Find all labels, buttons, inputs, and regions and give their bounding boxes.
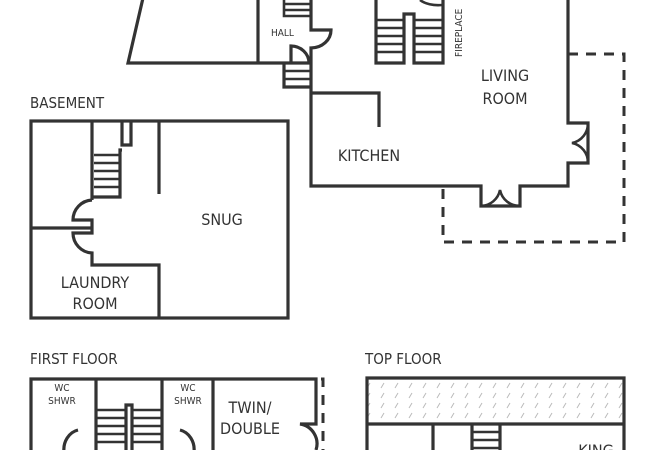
- room-label-wc2-2: SHWR: [174, 396, 202, 407]
- room-label-laundry-2: ROOM: [72, 294, 117, 313]
- room-label-twin-1: TWIN/: [228, 398, 272, 417]
- room-label-fireplace: FIREPLACE: [454, 8, 465, 57]
- ground-floor-plan: [125, 0, 626, 244]
- basement-title: BASEMENT: [30, 94, 105, 112]
- room-label-king: KING: [578, 441, 614, 450]
- room-label-twin-2: DOUBLE: [220, 419, 280, 438]
- room-label-laundry-1: LAUNDRY: [61, 273, 130, 292]
- room-label-kitchen: KITCHEN: [338, 146, 400, 165]
- room-label-living-1: LIVING: [481, 66, 529, 85]
- room-label-wc1-1: WC: [54, 383, 69, 394]
- room-label-wc1-2: SHWR: [48, 396, 76, 407]
- room-label-living-2: ROOM: [482, 89, 527, 108]
- basement-plan: [29, 119, 290, 320]
- room-label-wc2-1: WC: [180, 383, 195, 394]
- first-floor-plan: [29, 377, 325, 450]
- first-floor-title: FIRST FLOOR: [30, 350, 118, 368]
- room-label-snug: SNUG: [201, 210, 243, 229]
- top-floor-title: TOP FLOOR: [364, 350, 442, 368]
- room-label-hall: HALL: [271, 28, 294, 39]
- top-floor-plan: [365, 376, 626, 450]
